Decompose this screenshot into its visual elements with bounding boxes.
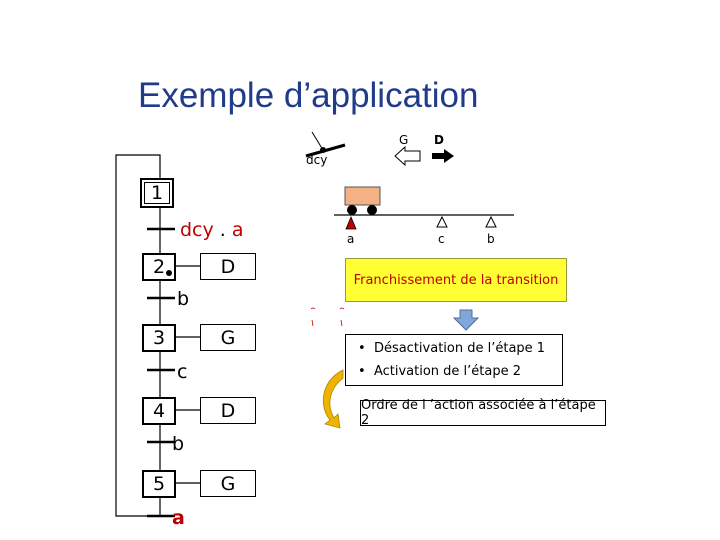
transition-condition-1: dcy . a	[180, 219, 244, 241]
active-token-icon	[166, 270, 172, 276]
action-label: G	[220, 472, 236, 495]
step-3: 3	[142, 324, 176, 352]
action-label: D	[220, 399, 236, 422]
step-4: 4	[142, 397, 176, 425]
action-step-4: D	[200, 397, 256, 424]
sensor-b-icon	[485, 215, 497, 228]
action-label: G	[220, 326, 236, 349]
sensor-c-icon	[436, 215, 448, 228]
direction-left-label: G	[399, 133, 409, 147]
down-arrow-icon	[452, 309, 480, 331]
transition-condition-4: b	[172, 433, 185, 455]
cart-wheel-left	[347, 205, 357, 215]
direction-right-label: D	[434, 133, 444, 147]
cart-body	[344, 186, 381, 206]
action-label: D	[220, 255, 236, 278]
page-title: Exemple d’application	[138, 76, 479, 115]
step-number: 3	[152, 327, 166, 349]
right-arrow-icon	[432, 149, 454, 163]
sensor-c-label: c	[438, 232, 445, 246]
bullet-text: Désactivation de l’étape 1	[373, 341, 546, 356]
step-number: 1	[150, 182, 164, 204]
condition-dcy: dcy	[180, 219, 214, 241]
step-5: 5	[142, 470, 176, 498]
action-step-3: G	[200, 324, 256, 351]
transition-condition-5: a	[172, 507, 185, 529]
button-lever	[311, 131, 324, 151]
step-1-initial: 1	[140, 178, 174, 208]
step-number: 2	[152, 256, 166, 278]
transition-condition-2: b	[177, 288, 190, 310]
loop-line	[115, 154, 161, 517]
step-number: 4	[152, 400, 166, 422]
cart-wheel-right	[367, 205, 377, 215]
condition-a: a	[231, 219, 244, 241]
button-pivot	[320, 147, 326, 153]
action-order-box: Ordre de l ’action associée à l’étape 2	[360, 398, 606, 428]
small-marks	[310, 307, 345, 327]
bullet-item-1: • Désactivation de l’étape 1	[358, 341, 546, 356]
bullet-item-2: • Activation de l’étape 2	[358, 364, 521, 379]
sensor-a-icon	[345, 215, 357, 230]
action-step-2: D	[200, 253, 256, 280]
transition-firing-box: Franchissement de la transition	[345, 258, 567, 302]
condition-and: .	[213, 219, 232, 241]
transition-condition-3: c	[177, 361, 188, 383]
sensor-b-label: b	[487, 232, 495, 246]
bullet-text: Activation de l’étape 2	[373, 364, 521, 379]
button-label: dcy	[306, 153, 328, 167]
left-arrow-icon	[394, 145, 421, 167]
effects-box: • Désactivation de l’étape 1 • Activatio…	[345, 334, 563, 386]
step-number: 5	[152, 473, 166, 495]
curved-arrow-icon	[322, 369, 344, 429]
step-2: 2	[142, 253, 176, 281]
action-step-5: G	[200, 470, 256, 497]
sensor-a-label: a	[347, 232, 355, 246]
